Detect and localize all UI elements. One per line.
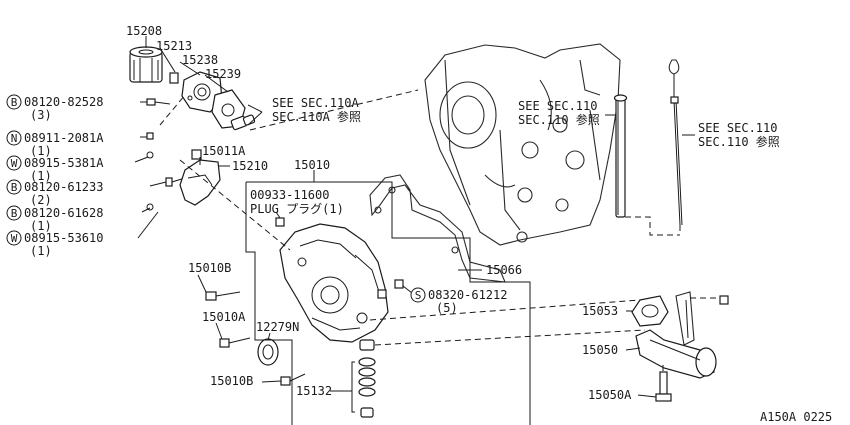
relief-valve bbox=[230, 114, 256, 131]
dipstick bbox=[668, 59, 683, 226]
fastener-number: 08915-5381A bbox=[24, 156, 104, 170]
symbol-s-1 bbox=[410, 287, 426, 303]
part-number-15010a: 15010A bbox=[202, 310, 246, 324]
symbol-w-2 bbox=[6, 230, 22, 246]
part-number-15011a: 15011A bbox=[202, 144, 246, 158]
fastener-qty: (2) bbox=[30, 193, 52, 207]
screw-number: 08320-61212 bbox=[428, 288, 507, 302]
part-number-15010b-upper: 15010B bbox=[188, 261, 231, 275]
symbol-w-1 bbox=[6, 155, 22, 171]
symbol-letter: B bbox=[11, 181, 18, 194]
symbol-b-1 bbox=[6, 94, 22, 110]
part-number-15010: 15010 bbox=[294, 158, 330, 172]
part-number-15050: 15050 bbox=[582, 343, 618, 357]
part-number-15213: 15213 bbox=[156, 39, 192, 53]
part-number-12279n: 12279N bbox=[256, 320, 299, 334]
engine-block bbox=[424, 43, 621, 246]
symbol-n-1 bbox=[6, 130, 22, 146]
plug bbox=[275, 217, 285, 227]
fastener-number: 08120-61628 bbox=[24, 206, 103, 220]
front-cover-gasket bbox=[369, 174, 506, 283]
fastener-bolts-left bbox=[146, 98, 186, 211]
plug-text: PLUG プラグ(1) bbox=[250, 202, 344, 216]
dipstick-tube bbox=[613, 94, 628, 218]
see-ref-110-dipstick-line2: SEC.110 参照 bbox=[698, 134, 780, 149]
part-number-15210: 15210 bbox=[232, 159, 268, 173]
fastener-qty: (1) bbox=[30, 144, 52, 158]
screw-qty: (5) bbox=[436, 301, 458, 315]
fastener-qty: (1) bbox=[30, 169, 52, 183]
oil-seal bbox=[257, 338, 279, 366]
symbol-b-3 bbox=[6, 205, 22, 221]
fastener-qty: (1) bbox=[30, 219, 52, 233]
symbol-letter: B bbox=[11, 96, 18, 109]
symbol-letter: S bbox=[415, 289, 422, 302]
symbol-letter: W bbox=[11, 232, 18, 245]
fastener-qty: (1) bbox=[30, 244, 52, 258]
see-ref-110-engine-line1: SEE SEC.110 bbox=[518, 99, 597, 113]
symbol-letter: B bbox=[11, 207, 18, 220]
see-ref-110a-line1: SEE SEC.110A bbox=[272, 96, 359, 110]
see-ref-110-engine-line2: SEC.110 参照 bbox=[518, 112, 600, 127]
symbol-b-2 bbox=[6, 179, 22, 195]
regulator-valve-stack bbox=[358, 339, 376, 418]
fastener-number: 08120-61233 bbox=[24, 180, 103, 194]
fastener-number: 08915-53610 bbox=[24, 231, 103, 245]
leader-lines bbox=[134, 36, 695, 425]
fastener-symbols: B N W B B W S bbox=[6, 94, 426, 303]
see-ref-110a-line2: SEC.110A 参照 bbox=[272, 109, 361, 124]
oil-pump-body bbox=[279, 223, 389, 343]
fastener-number: 08120-82528 bbox=[24, 95, 103, 109]
part-number-15238: 15238 bbox=[182, 53, 218, 67]
dashed-reference-lines bbox=[159, 89, 720, 372]
part-number-15208: 15208 bbox=[126, 24, 162, 38]
fastener-qty: (3) bbox=[30, 108, 52, 122]
fastener-number: 08911-2081A bbox=[24, 131, 104, 145]
plug-number: 00933-11600 bbox=[250, 188, 329, 202]
part-number-15010b-lower: 15010B bbox=[210, 374, 253, 388]
oil-pump-drive bbox=[179, 149, 221, 206]
part-number-15132: 15132 bbox=[296, 384, 332, 398]
symbol-letter: N bbox=[11, 132, 18, 145]
labels: 08120-82528 (3) 08911-2081A (1) 08915-53… bbox=[24, 24, 832, 424]
part-number-15053: 15053 bbox=[582, 304, 618, 318]
pump-bolts bbox=[205, 291, 306, 386]
symbol-letter: W bbox=[11, 157, 18, 170]
part-number-15239: 15239 bbox=[205, 67, 241, 81]
figure-reference-code: A150A 0225 bbox=[760, 410, 832, 424]
pump-screws bbox=[377, 279, 404, 299]
oil-strainer bbox=[631, 291, 729, 402]
filter-connector bbox=[169, 72, 179, 84]
oil-filter bbox=[129, 46, 163, 83]
see-ref-110-dipstick-line1: SEE SEC.110 bbox=[698, 121, 777, 135]
part-number-15066: 15066 bbox=[486, 263, 522, 277]
part-number-15050a: 15050A bbox=[588, 388, 632, 402]
